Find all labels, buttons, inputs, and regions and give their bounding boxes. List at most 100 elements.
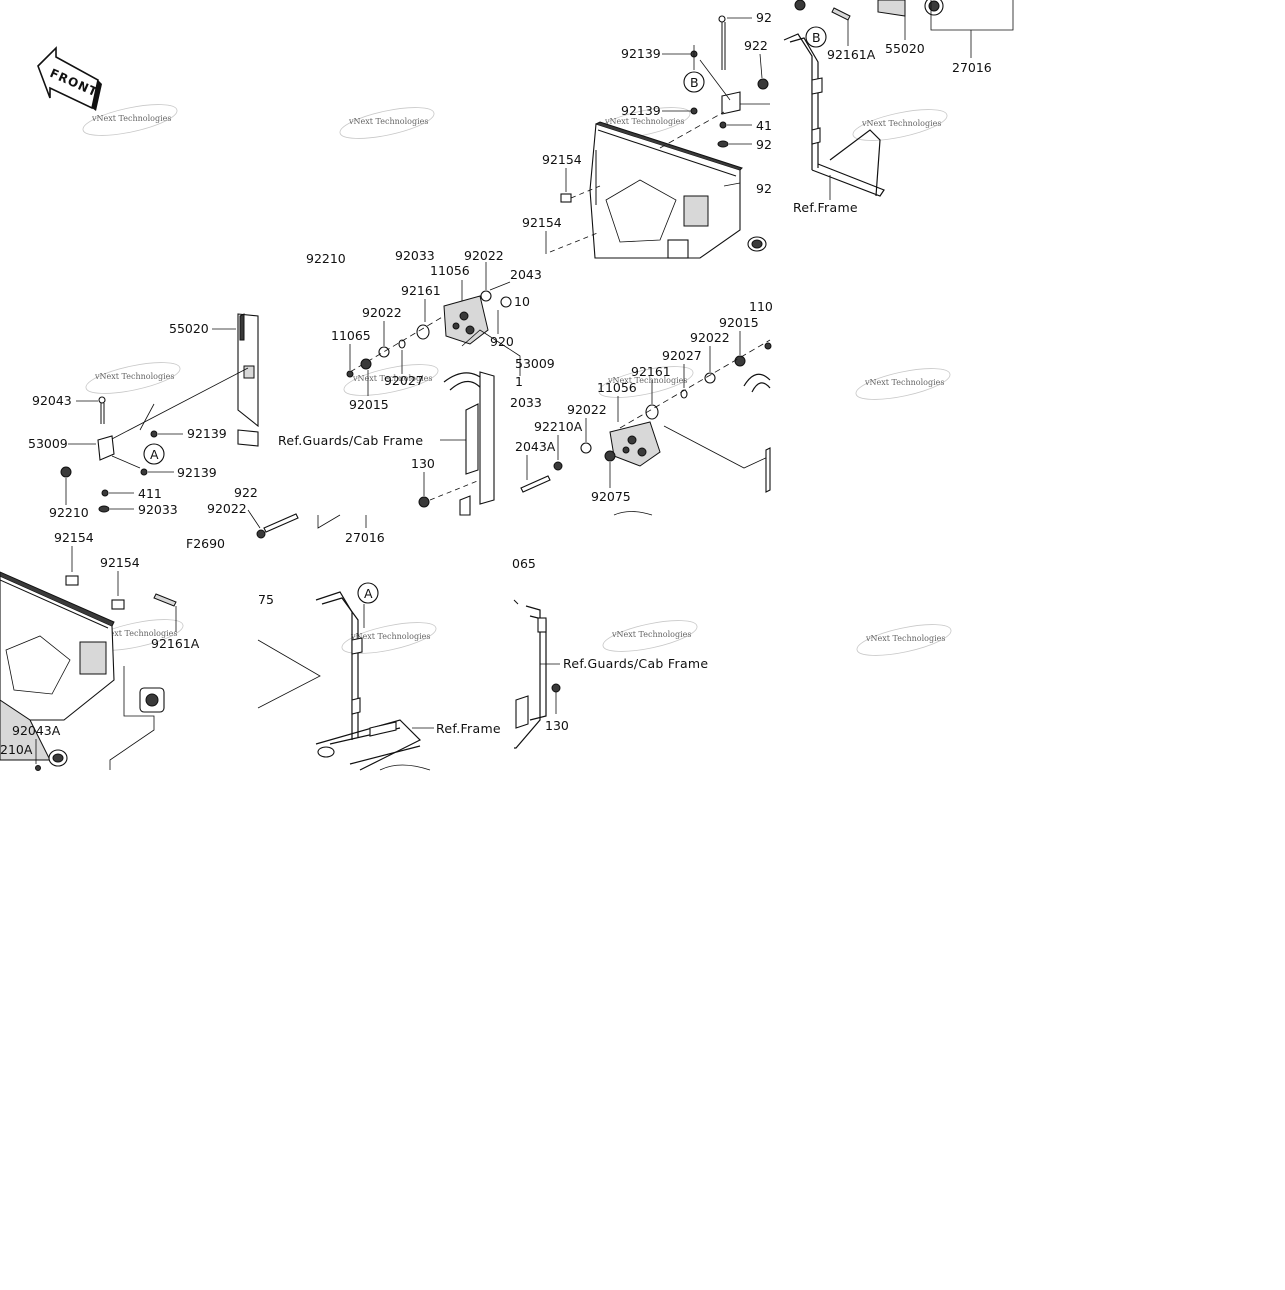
cap-part	[346, 370, 354, 378]
label-1: 1	[515, 374, 523, 389]
bushing-part	[416, 324, 430, 340]
washer-part	[717, 140, 729, 148]
label-41: 41	[756, 118, 772, 133]
ref-frame-label: Ref.Frame	[793, 200, 858, 215]
label-92154: 92154	[100, 555, 140, 570]
frame-part	[315, 591, 431, 771]
callout-a-letter: A	[150, 447, 159, 462]
clip-part	[140, 468, 148, 476]
label-210a: 210A	[0, 742, 33, 757]
bracket-plate-part	[609, 421, 661, 467]
watermark-group: vNext Technologies vNext Technologies vN…	[82, 104, 952, 656]
label-11065: 11065	[331, 328, 371, 343]
callout-a	[357, 582, 379, 604]
label-130: 130	[411, 456, 435, 471]
label-92022: 92022	[567, 402, 607, 417]
label-92210: 92210	[49, 505, 89, 520]
watermark: vNext Technologies	[343, 364, 439, 396]
watermark: vNext Technologies	[598, 366, 694, 398]
callout-b-letter: B	[690, 75, 699, 90]
watermark: vNext Technologies	[855, 368, 951, 400]
label-92015: 92015	[349, 397, 389, 412]
bolt-head-part	[418, 496, 430, 508]
label-92043a: 92043A	[12, 723, 61, 738]
nut-part	[256, 529, 266, 539]
nut-part	[794, 0, 806, 11]
label-92: 92	[756, 181, 772, 196]
middle-left-tile: 55020 92043 53009 92139 A 92139 411	[28, 313, 259, 520]
cap-part	[764, 342, 772, 350]
top-tile: 92 922 92139 B 92139 41 92	[522, 0, 1014, 259]
washer-part	[101, 489, 109, 497]
callout-b	[683, 71, 705, 93]
label-92210: 92210	[306, 251, 346, 266]
label-92210a: 92210A	[534, 419, 583, 434]
callout-b	[805, 26, 827, 48]
label-922: 922	[234, 485, 258, 500]
bottom-right-tile: Ref.Guards/Cab Frame 130	[513, 599, 708, 749]
label-110: 110	[749, 299, 773, 314]
label-55020: 55020	[169, 321, 209, 336]
bracket-part	[97, 435, 115, 461]
label-11056: 11056	[597, 380, 637, 395]
label-53009: 53009	[515, 356, 555, 371]
bottom-left-tile: 92154 92154 92161A 92043A 210A	[0, 530, 200, 771]
nut-part	[553, 461, 563, 471]
label-2043a: 2043A	[515, 439, 556, 454]
label-92027: 92027	[662, 348, 702, 363]
collar-part	[500, 296, 512, 308]
label-92161: 92161	[631, 364, 671, 379]
pin-part	[98, 396, 106, 424]
label-92: 92	[756, 137, 772, 152]
seal-strip-part	[831, 7, 851, 21]
label-920: 920	[490, 334, 514, 349]
bolt-part	[718, 15, 726, 70]
lower-strip: 922 92022 27016 F2690	[186, 485, 385, 551]
lamp-part	[924, 0, 944, 16]
watermark: vNext Technologies	[339, 107, 435, 139]
watermark: vNext Technologies	[852, 109, 948, 141]
screw-part	[560, 193, 572, 203]
callout-a	[143, 443, 165, 465]
washer-part	[378, 346, 390, 358]
stud-bolt-part	[263, 513, 299, 533]
cover-part	[877, 0, 906, 17]
watermark-text: vNext Technologies	[864, 378, 944, 387]
figure-code: F2690	[186, 536, 225, 551]
bolt-head-part	[551, 683, 561, 693]
label-92043: 92043	[32, 393, 72, 408]
label-92022: 92022	[207, 501, 247, 516]
middle-right-tile: 110 92015 92022 92027 92161 11056 92022 …	[515, 299, 773, 516]
watermark-text: vNext Technologies	[348, 117, 428, 126]
label-92139: 92139	[177, 465, 217, 480]
ref-guards-label: Ref.Guards/Cab Frame	[278, 433, 423, 448]
label-53009: 53009	[28, 436, 68, 451]
clip-part	[150, 430, 158, 438]
frame-part	[783, 33, 885, 197]
label-92022: 92022	[362, 305, 402, 320]
bushing-part	[645, 404, 659, 420]
watermark-text: vNext Technologies	[350, 632, 430, 641]
label-92154: 92154	[54, 530, 94, 545]
label-92022: 92022	[690, 330, 730, 345]
spacer-part	[680, 389, 688, 399]
label-92154: 92154	[522, 215, 562, 230]
label-92139: 92139	[187, 426, 227, 441]
bracket-plate-part	[443, 295, 489, 345]
washer-part	[480, 290, 492, 302]
label-92033: 92033	[138, 502, 178, 517]
washer-part	[98, 505, 110, 513]
screw-part	[65, 575, 79, 586]
label-27016: 27016	[345, 530, 385, 545]
nut-part	[757, 78, 769, 90]
watermark: vNext Technologies	[341, 622, 437, 654]
tail-panel-part	[589, 121, 743, 259]
watermark: vNext Technologies	[856, 624, 952, 656]
label-92015: 92015	[719, 315, 759, 330]
callout-a-letter: A	[364, 586, 373, 601]
label-130: 130	[545, 718, 569, 733]
label-92139: 92139	[621, 103, 661, 118]
label-92154: 92154	[542, 152, 582, 167]
